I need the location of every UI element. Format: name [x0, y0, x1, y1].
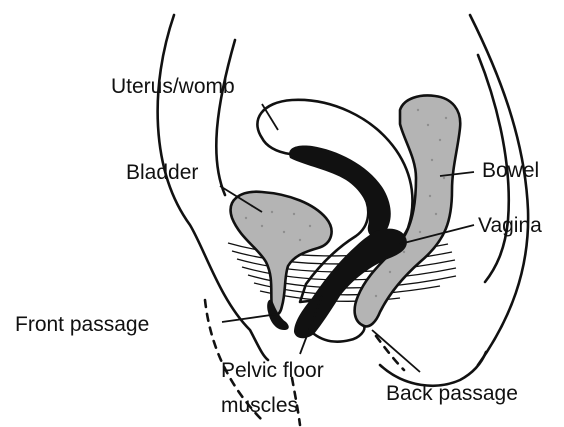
leader-uterus [262, 104, 278, 130]
label-pelvic-floor-line2: muscles [221, 394, 298, 417]
back-body-contour-outer [470, 15, 528, 365]
label-bladder: Bladder [126, 161, 198, 184]
abdominal-wall-contour [216, 40, 235, 195]
label-pelvic-floor-line1: Pelvic floor [221, 359, 324, 382]
leader-front-passage [222, 314, 278, 322]
label-bowel: Bowel [482, 159, 539, 182]
label-uterus: Uterus/womb [111, 75, 235, 98]
buttock-contour [380, 352, 486, 386]
label-back-passage: Back passage [386, 382, 518, 405]
label-vagina: Vagina [478, 214, 542, 237]
label-front-passage: Front passage [15, 313, 149, 336]
perineal-body [314, 326, 364, 342]
front-body-contour [158, 15, 268, 360]
